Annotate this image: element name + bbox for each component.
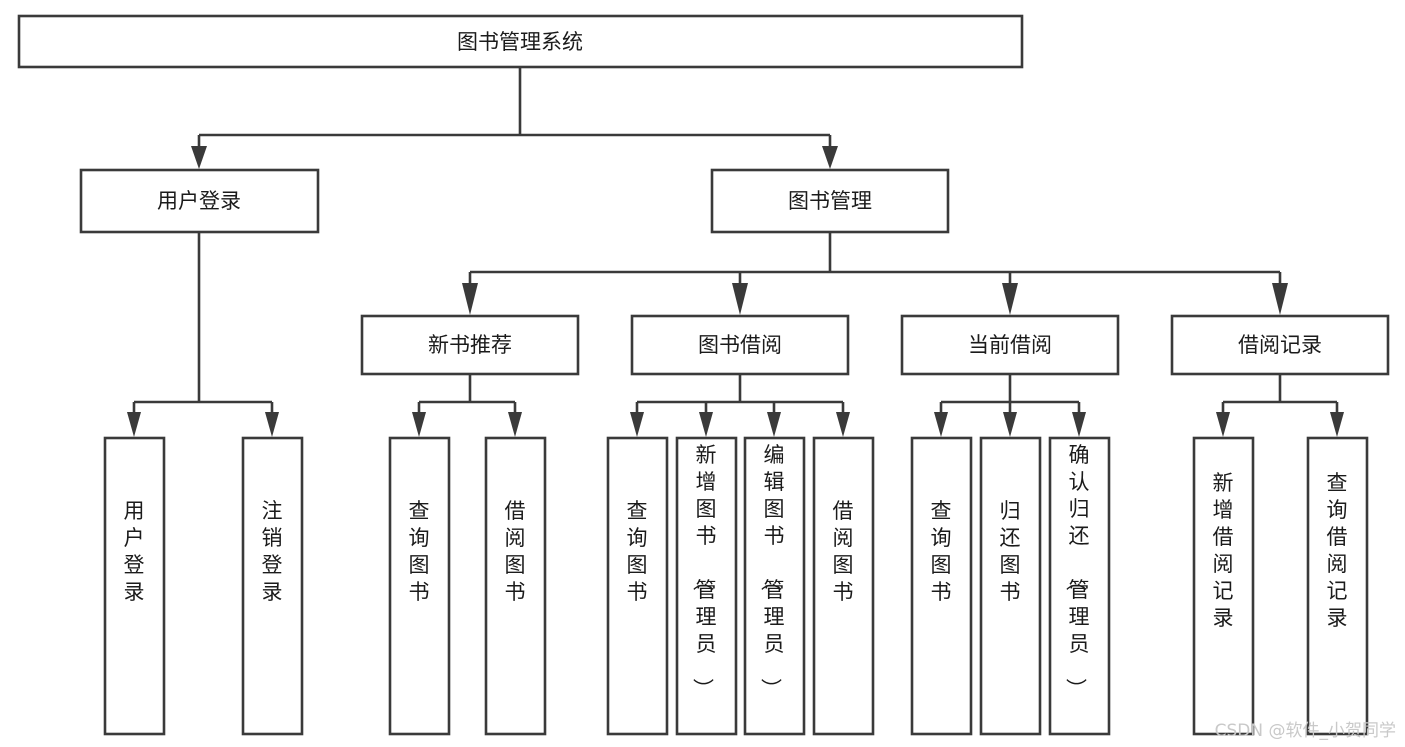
leaf-borrow-book-1[interactable]: 借阅图书 [484, 436, 547, 736]
leaf-borrow-book-2[interactable]: 借阅图书 [812, 436, 875, 736]
node-root-box[interactable] [17, 14, 1024, 69]
node-book-management[interactable]: 图书管理 [710, 168, 950, 234]
node-current-borrow-box[interactable] [900, 314, 1120, 376]
node-book-borrow-label: 图书借阅 [698, 333, 782, 357]
leaf-user-login[interactable]: 用户登录 [103, 436, 166, 736]
arrow-head-user-login [191, 146, 207, 169]
node-user-login[interactable]: 用户登录 [79, 168, 320, 234]
leaf-query-book-3[interactable]: 查询图书 [910, 436, 973, 736]
leaf-edit-book-box[interactable] [743, 436, 806, 736]
leaf-borrow-book-1-label: 借阅图书 [505, 499, 526, 604]
leaf-borrow-book-2-label: 借阅图书 [833, 499, 854, 604]
leaf-query-record[interactable]: 查询借阅记录 [1306, 436, 1369, 736]
node-borrow-record[interactable]: 借阅记录 [1170, 314, 1390, 376]
leaf-add-book-label: 新增图书（管理员） [691, 443, 717, 699]
connector-layer [127, 67, 1344, 437]
leaf-add-book[interactable]: 新增图书（管理员） [675, 436, 738, 736]
leaf-return-book-label: 归还图书 [1000, 499, 1021, 604]
node-book-borrow[interactable]: 图书借阅 [630, 314, 850, 376]
arrow-head-leaf-query-book-1 [412, 412, 426, 437]
arrow-head-leaf-add-book [699, 412, 713, 437]
arrow-head-leaf-user-login [127, 412, 141, 437]
leaf-query-book-2[interactable]: 查询图书 [606, 436, 669, 736]
node-new-book-recommend[interactable]: 新书推荐 [360, 314, 580, 376]
leaf-borrow-book-1-box[interactable] [484, 436, 547, 736]
arrow-head-borrow-record [1272, 283, 1288, 315]
leaf-query-record-label: 查询借阅记录 [1327, 471, 1348, 630]
node-borrow-record-label: 借阅记录 [1238, 333, 1322, 357]
leaf-logout[interactable]: 注销登录 [241, 436, 304, 736]
leaf-query-book-3-label: 查询图书 [931, 499, 952, 604]
node-new-book-recommend-box[interactable] [360, 314, 580, 376]
arrow-head-current-borrow [1002, 283, 1018, 315]
node-current-borrow[interactable]: 当前借阅 [900, 314, 1120, 376]
leaf-logout-box[interactable] [241, 436, 304, 736]
leaf-confirm-return-box[interactable] [1048, 436, 1111, 736]
leaf-user-login-label: 用户登录 [124, 499, 145, 604]
node-current-borrow-label: 当前借阅 [968, 333, 1052, 357]
arrow-head-leaf-query-book-3 [934, 412, 948, 437]
leaf-add-record-box[interactable] [1192, 436, 1255, 736]
node-new-book-recommend-label: 新书推荐 [428, 333, 512, 357]
leaf-add-record[interactable]: 新增借阅记录 [1192, 436, 1255, 736]
arrow-head-leaf-logout [265, 412, 279, 437]
leaf-return-book-box[interactable] [979, 436, 1042, 736]
leaf-query-book-1[interactable]: 查询图书 [388, 436, 451, 736]
arrow-head-leaf-return-book [1003, 412, 1017, 437]
node-root[interactable]: 图书管理系统 [17, 14, 1024, 69]
arrow-head-leaf-edit-book [767, 412, 781, 437]
leaf-query-book-2-box[interactable] [606, 436, 669, 736]
node-borrow-record-box[interactable] [1170, 314, 1390, 376]
leaf-edit-book-label: 编辑图书（管理员） [759, 443, 785, 699]
leaf-query-record-box[interactable] [1306, 436, 1369, 736]
node-book-borrow-box[interactable] [630, 314, 850, 376]
csdn-watermark: CSDN @软件_小贺同学 [1215, 721, 1396, 741]
leaf-return-book[interactable]: 归还图书 [979, 436, 1042, 736]
node-user-login-label: 用户登录 [157, 189, 241, 213]
leaf-add-book-box[interactable] [675, 436, 738, 736]
leaf-confirm-return-label: 确认归还（管理员） [1064, 443, 1090, 699]
node-book-management-label: 图书管理 [788, 189, 872, 213]
leaf-user-login-box[interactable] [103, 436, 166, 736]
leaf-add-record-label: 新增借阅记录 [1213, 471, 1234, 630]
leaf-borrow-book-2-box[interactable] [812, 436, 875, 736]
node-root-label: 图书管理系统 [457, 30, 583, 54]
leaf-query-book-1-label: 查询图书 [409, 499, 430, 604]
arrow-head-leaf-query-record [1330, 412, 1344, 437]
leaf-query-book-1-box[interactable] [388, 436, 451, 736]
node-user-login-box[interactable] [79, 168, 320, 234]
arrow-head-book-management [822, 146, 838, 169]
leaf-confirm-return[interactable]: 确认归还（管理员） [1048, 436, 1111, 736]
leaf-edit-book[interactable]: 编辑图书（管理员） [743, 436, 806, 736]
leaf-query-book-3-box[interactable] [910, 436, 973, 736]
leaf-query-book-2-label: 查询图书 [627, 499, 648, 604]
arrow-head-leaf-add-record [1216, 412, 1230, 437]
arrow-head-leaf-confirm-return [1072, 412, 1086, 437]
node-book-management-box[interactable] [710, 168, 950, 234]
arrow-head-leaf-borrow-book-1 [508, 412, 522, 437]
arrow-head-new-book-recommend [462, 283, 478, 315]
arrow-head-leaf-borrow-book-2 [836, 412, 850, 437]
arrow-head-book-borrow [732, 283, 748, 315]
leaf-logout-label: 注销登录 [262, 499, 283, 604]
arrow-head-leaf-query-book-2 [630, 412, 644, 437]
